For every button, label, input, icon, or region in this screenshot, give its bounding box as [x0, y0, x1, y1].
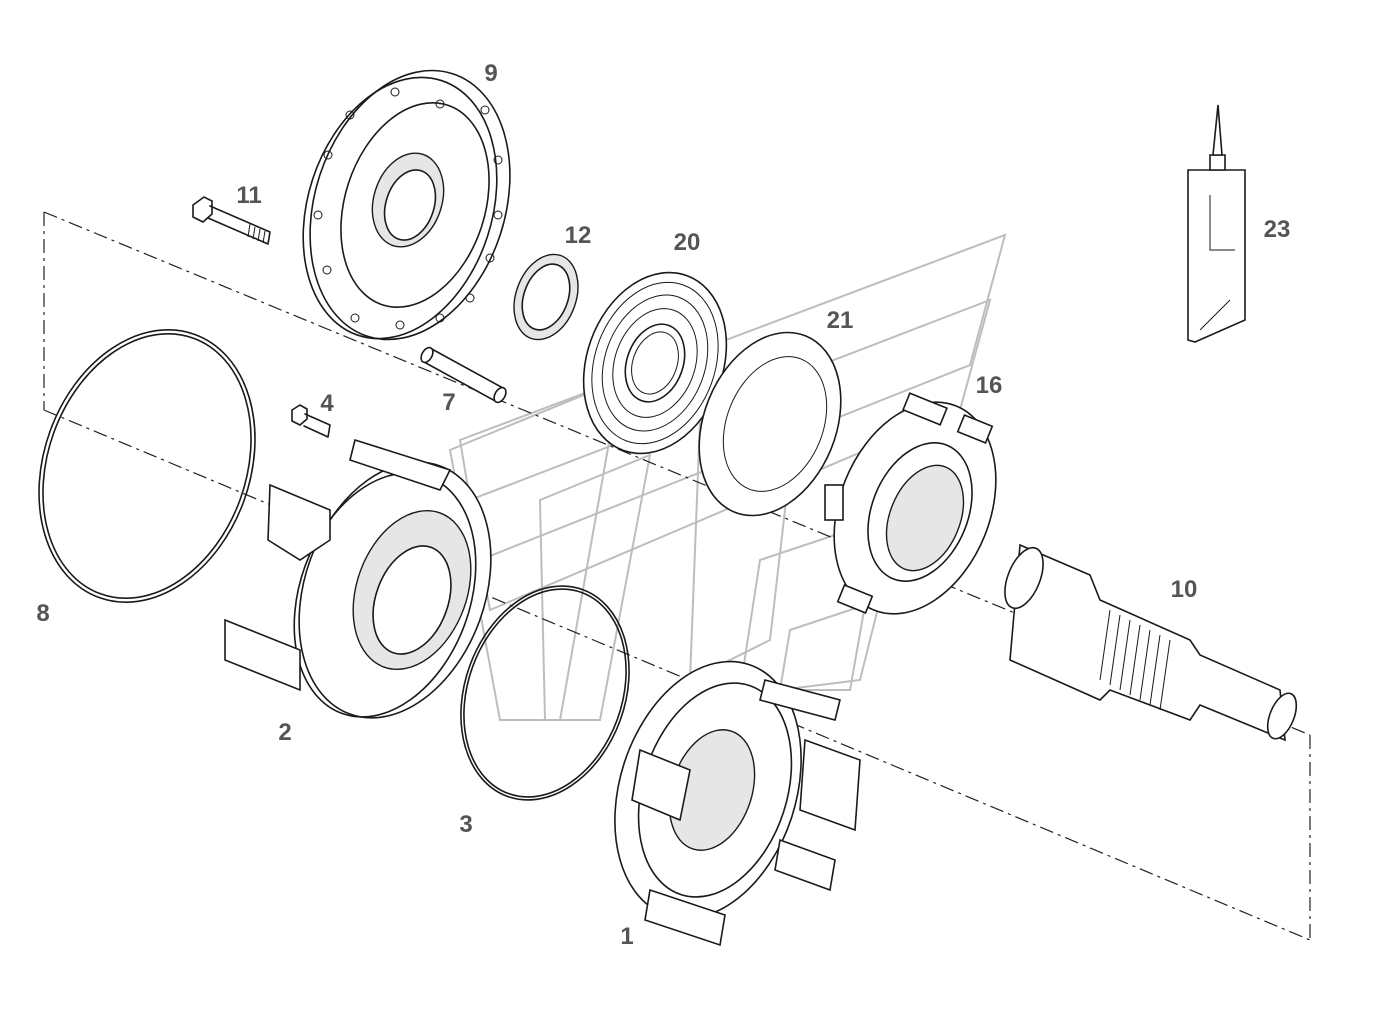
callout-9: 9 — [484, 60, 497, 87]
callout-2: 2 — [278, 719, 291, 746]
sealant-tube[interactable] — [1187, 104, 1246, 343]
callout-20: 20 — [674, 229, 701, 256]
cover-plate[interactable] — [271, 44, 543, 365]
callout-1: 1 — [620, 923, 633, 950]
bolt[interactable] — [291, 404, 331, 438]
callout-8: 8 — [36, 600, 49, 627]
callout-16: 16 — [976, 372, 1003, 399]
callout-21: 21 — [827, 307, 854, 334]
o-ring-large[interactable] — [2, 299, 291, 633]
steel-disc[interactable] — [673, 311, 867, 537]
callout-12: 12 — [565, 222, 592, 249]
callout-7: 7 — [442, 389, 455, 416]
pin[interactable] — [419, 346, 509, 405]
o-ring[interactable] — [432, 562, 658, 823]
callout-3: 3 — [459, 811, 472, 838]
carrier[interactable] — [584, 637, 861, 947]
housing[interactable] — [224, 435, 525, 745]
shaft[interactable] — [997, 542, 1302, 742]
callout-23: 23 — [1264, 216, 1291, 243]
callout-11: 11 — [236, 182, 261, 209]
callout-4: 4 — [320, 390, 334, 417]
screw[interactable] — [192, 196, 271, 245]
callout-labels: 1 2 3 4 7 8 9 10 11 12 16 20 21 23 — [36, 60, 1290, 950]
callout-10: 10 — [1171, 576, 1198, 603]
seal-ring[interactable] — [503, 245, 589, 348]
disc-carrier[interactable] — [804, 378, 1025, 638]
friction-disc[interactable] — [559, 252, 750, 473]
